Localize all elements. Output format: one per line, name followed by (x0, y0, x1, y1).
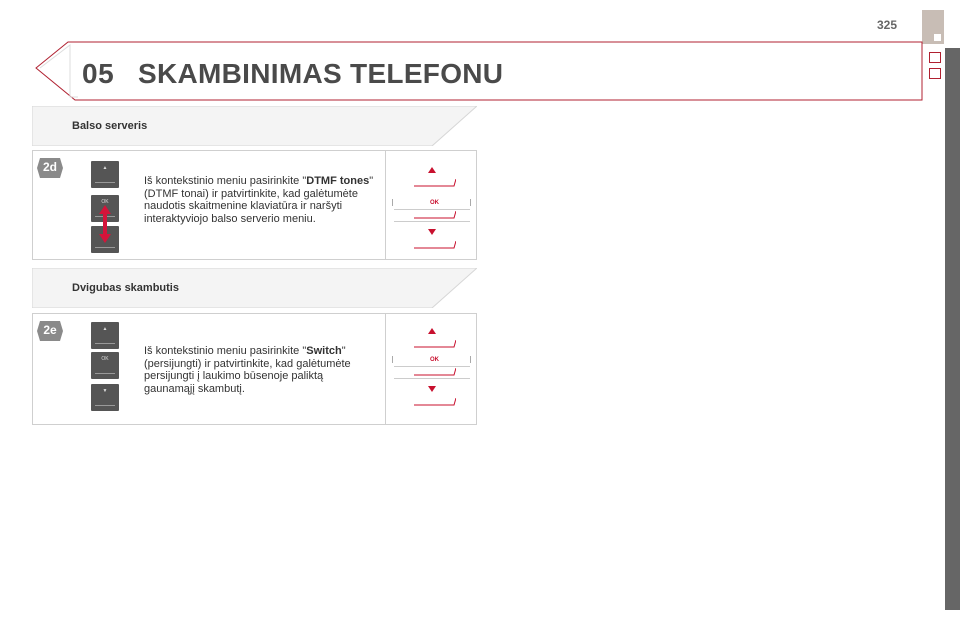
step-badge: 2d (36, 156, 64, 180)
menu-option-label: DTMF tones (306, 175, 370, 187)
outline-square-icon (929, 52, 941, 63)
page-number: 325 (877, 18, 898, 32)
tick-icon (470, 356, 471, 363)
step-badge-label: 2e (43, 323, 57, 337)
up-arrow-icon (428, 328, 436, 334)
ok-label: OK (430, 357, 439, 363)
display-illustration: OK (390, 328, 474, 418)
down-arrow-icon (428, 229, 436, 235)
divider-line (394, 378, 470, 379)
section-header: Dvigubas skambutis (32, 268, 477, 308)
menu-slot-icon (414, 368, 456, 376)
tab-square-icon (934, 34, 941, 41)
instruction-box: 2d ▲ OK ▼ Iš kontekstinio meniu pasirink… (32, 150, 477, 260)
chapter-tab (922, 10, 944, 44)
menu-slot-icon (414, 241, 456, 249)
ok-button-icon: OK (91, 352, 119, 379)
divider-line (394, 209, 470, 210)
up-arrow-icon (428, 167, 436, 173)
menu-slot-icon (414, 398, 456, 406)
menu-slot-icon (414, 179, 456, 187)
chapter-number: 05 (82, 58, 115, 89)
down-button-icon: ▼ (91, 384, 119, 411)
down-arrow-icon (428, 386, 436, 392)
tick-icon (470, 199, 471, 206)
display-illustration: OK (390, 165, 474, 255)
menu-slot-icon (414, 340, 456, 348)
section-header: Balso serveris (32, 106, 477, 146)
outline-square-icon (929, 68, 941, 79)
instruction-box: 2e ▲ OK ▼ Iš kontekstinio meniu pasirink… (32, 313, 477, 425)
side-strip (945, 48, 960, 610)
instruction-text: Iš kontekstinio meniu pasirinkite "Switc… (144, 345, 351, 395)
instruction-text: Iš kontekstinio meniu pasirinkite "DTMF … (144, 175, 374, 225)
chapter-header-frame (35, 41, 923, 101)
section-title: Balso serveris (72, 120, 148, 132)
menu-slot-icon (414, 211, 456, 219)
tick-icon (392, 199, 393, 206)
press-arrow-icon (99, 205, 111, 243)
up-button-icon: ▲ (91, 322, 119, 349)
menu-option-label: Switch (306, 345, 342, 357)
divider-line (394, 221, 470, 222)
chapter-title: SKAMBINIMAS TELEFONU (138, 58, 504, 89)
up-button-icon: ▲ (91, 161, 119, 188)
step-badge-label: 2d (42, 160, 57, 174)
chapter-header: 05 SKAMBINIMAS TELEFONU (0, 0, 930, 104)
ok-label: OK (430, 200, 439, 206)
tick-icon (392, 356, 393, 363)
step-badge: 2e (36, 319, 64, 343)
section-header-band (32, 268, 477, 308)
section-title: Dvigubas skambutis (72, 282, 179, 294)
section-header-band (32, 106, 477, 146)
box-divider (385, 314, 386, 424)
box-divider (385, 151, 386, 259)
divider-line (394, 366, 470, 367)
